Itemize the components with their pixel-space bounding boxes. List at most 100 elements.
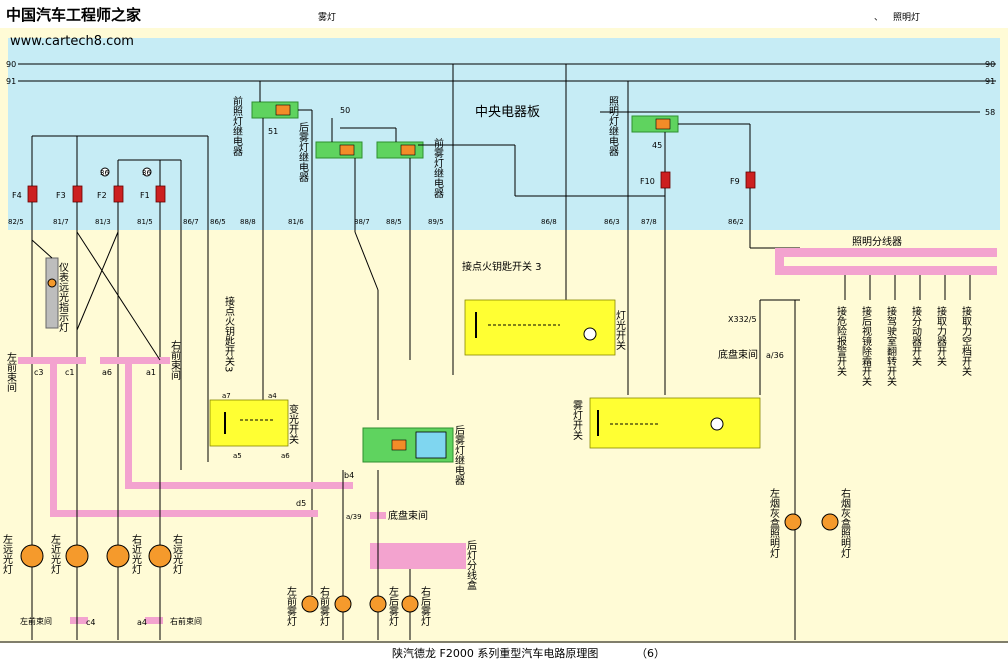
svg-text:右前束间: 右前束间 [170,616,202,626]
relay-front-fog [376,141,424,159]
label-lighting-relay: 照明灯继电器 [607,96,619,157]
label-right-front-harness: 右前束间 [169,339,181,381]
svg-text:a7: a7 [222,392,231,400]
label-left-ashtray: 左烟灰盒照明灯 [768,487,780,559]
section-dot: 、 [874,13,883,23]
label-rear-fog-relay-box: 后雾灯继电器 [453,425,465,486]
label-lighting-branch: 照明分线器 [852,235,902,248]
logo-text: 中国汽车工程师之家 [6,6,141,24]
svg-text:81/7: 81/7 [53,218,69,226]
harness-d5 [50,510,318,517]
label-ignition-note-1: 接点火钥匙开关3 [223,295,235,373]
svg-text:87/8: 87/8 [641,218,657,226]
label-ignition-note-2: 接点火钥匙开关 3 [462,260,542,273]
marker-51: 51 [268,127,278,136]
svg-text:86/5: 86/5 [210,218,226,226]
right-high-beam-lamp [148,544,172,568]
left-high-beam-lamp [20,544,44,568]
relay-front-lamp [251,101,299,119]
svg-text:c3: c3 [34,368,44,377]
footer-title: 陕汽德龙 F2000 系列重型汽车电路原理图 [392,646,598,660]
svg-text:88/7: 88/7 [354,218,370,226]
fuse-f1 [155,185,166,203]
right-ashtray-lamp [821,513,839,531]
fuse-f9 [745,171,756,189]
svg-text:左远光灯: 左远光灯 [1,533,13,575]
rail-label-90-left: 90 [6,60,16,69]
marker-45: 45 [652,141,662,150]
fog-switch-box [589,397,761,449]
header-strip [0,0,1008,28]
right-front-fog-lamp [334,595,352,613]
left-low-beam-lamp [65,544,89,568]
site-url: www.cartech8.com [10,34,134,49]
label-rear-lamp-box: 后灯分线盒 [465,540,477,590]
harness-b4 [125,482,353,489]
rail-label-91-left: 91 [6,77,16,86]
svg-text:88/5: 88/5 [386,218,402,226]
svg-text:a/39: a/39 [346,513,362,521]
label-instrument-lamp: 仪表远光指示灯 [57,262,69,333]
svg-text:a/36: a/36 [766,351,784,360]
harness-a4 [145,617,163,624]
svg-text:36: 36 [100,169,109,177]
svg-text:接危险报警开关: 接危险报警开关 [835,305,847,377]
lighting-branch-bar [775,248,997,257]
relay-lighting [631,115,679,133]
svg-text:接取力空档开关: 接取力空档开关 [960,305,972,377]
harness-c4 [70,617,88,624]
svg-text:82/5: 82/5 [8,218,24,226]
left-front-fog-lamp [301,595,319,613]
relay-rear-fog [315,141,363,159]
svg-text:接驾驶室翻转开关: 接驾驶室翻转开关 [885,305,897,387]
svg-text:86/8: 86/8 [541,218,557,226]
svg-text:右后雾灯: 右后雾灯 [419,585,431,627]
svg-text:b4: b4 [344,471,354,480]
svg-text:a4: a4 [268,392,277,400]
svg-text:89/5: 89/5 [428,218,444,226]
right-low-beam-lamp [106,544,130,568]
label-dimmer-switch: 变光开关 [287,403,299,445]
svg-text:81/5: 81/5 [137,218,153,226]
footer-page: （6） [636,647,665,660]
fuse-f4 [27,185,38,203]
marker-50: 50 [340,106,350,115]
svg-text:81/3: 81/3 [95,218,111,226]
instrument-lamp-icon [47,278,57,288]
svg-text:86/3: 86/3 [604,218,620,226]
svg-text:d5: d5 [296,499,306,508]
label-light-switch: 灯光开关 [614,310,626,351]
svg-text:a4: a4 [137,618,147,627]
branch-outputs: 接危险报警开关 接后视镜除霜开关 接驾驶室翻转开关 接分动器开关 接取力器开关 … [835,275,972,387]
svg-text:a6: a6 [281,452,290,460]
left-ashtray-lamp [784,513,802,531]
fuse-f10 [660,171,671,189]
label-x332: X332/5 [728,315,757,324]
svg-text:a6: a6 [102,368,112,377]
svg-text:c1: c1 [65,368,75,377]
fuse-label-f3: F3 [56,191,66,200]
fuse-f2 [113,185,124,203]
dimmer-switch-box [209,399,289,447]
harness-right-front [100,357,170,364]
rail-label-90-right: 90 [985,60,995,69]
svg-text:右远光灯: 右远光灯 [171,533,183,575]
svg-text:a1: a1 [146,368,156,377]
svg-text:接后视镜除霜开关: 接后视镜除霜开关 [860,305,872,387]
svg-text:86/7: 86/7 [183,218,199,226]
marker-36a [100,167,110,177]
central-panel-title: 中央电器板 [475,105,540,120]
light-switch-box [464,299,616,356]
right-rear-fog-lamp [401,595,419,613]
svg-text:接分动器开关: 接分动器开关 [910,305,922,367]
svg-text:c4: c4 [86,618,96,627]
svg-text:左前雾灯: 左前雾灯 [285,585,297,627]
central-panel-background [8,38,1000,230]
fuse-label-f10: F10 [640,177,655,186]
left-rear-fog-lamp [369,595,387,613]
label-left-front-harness: 左前束间 [5,351,17,393]
svg-text:左近光灯: 左近光灯 [49,533,61,575]
marker-36b [142,167,152,177]
fuse-label-f9: F9 [730,177,740,186]
